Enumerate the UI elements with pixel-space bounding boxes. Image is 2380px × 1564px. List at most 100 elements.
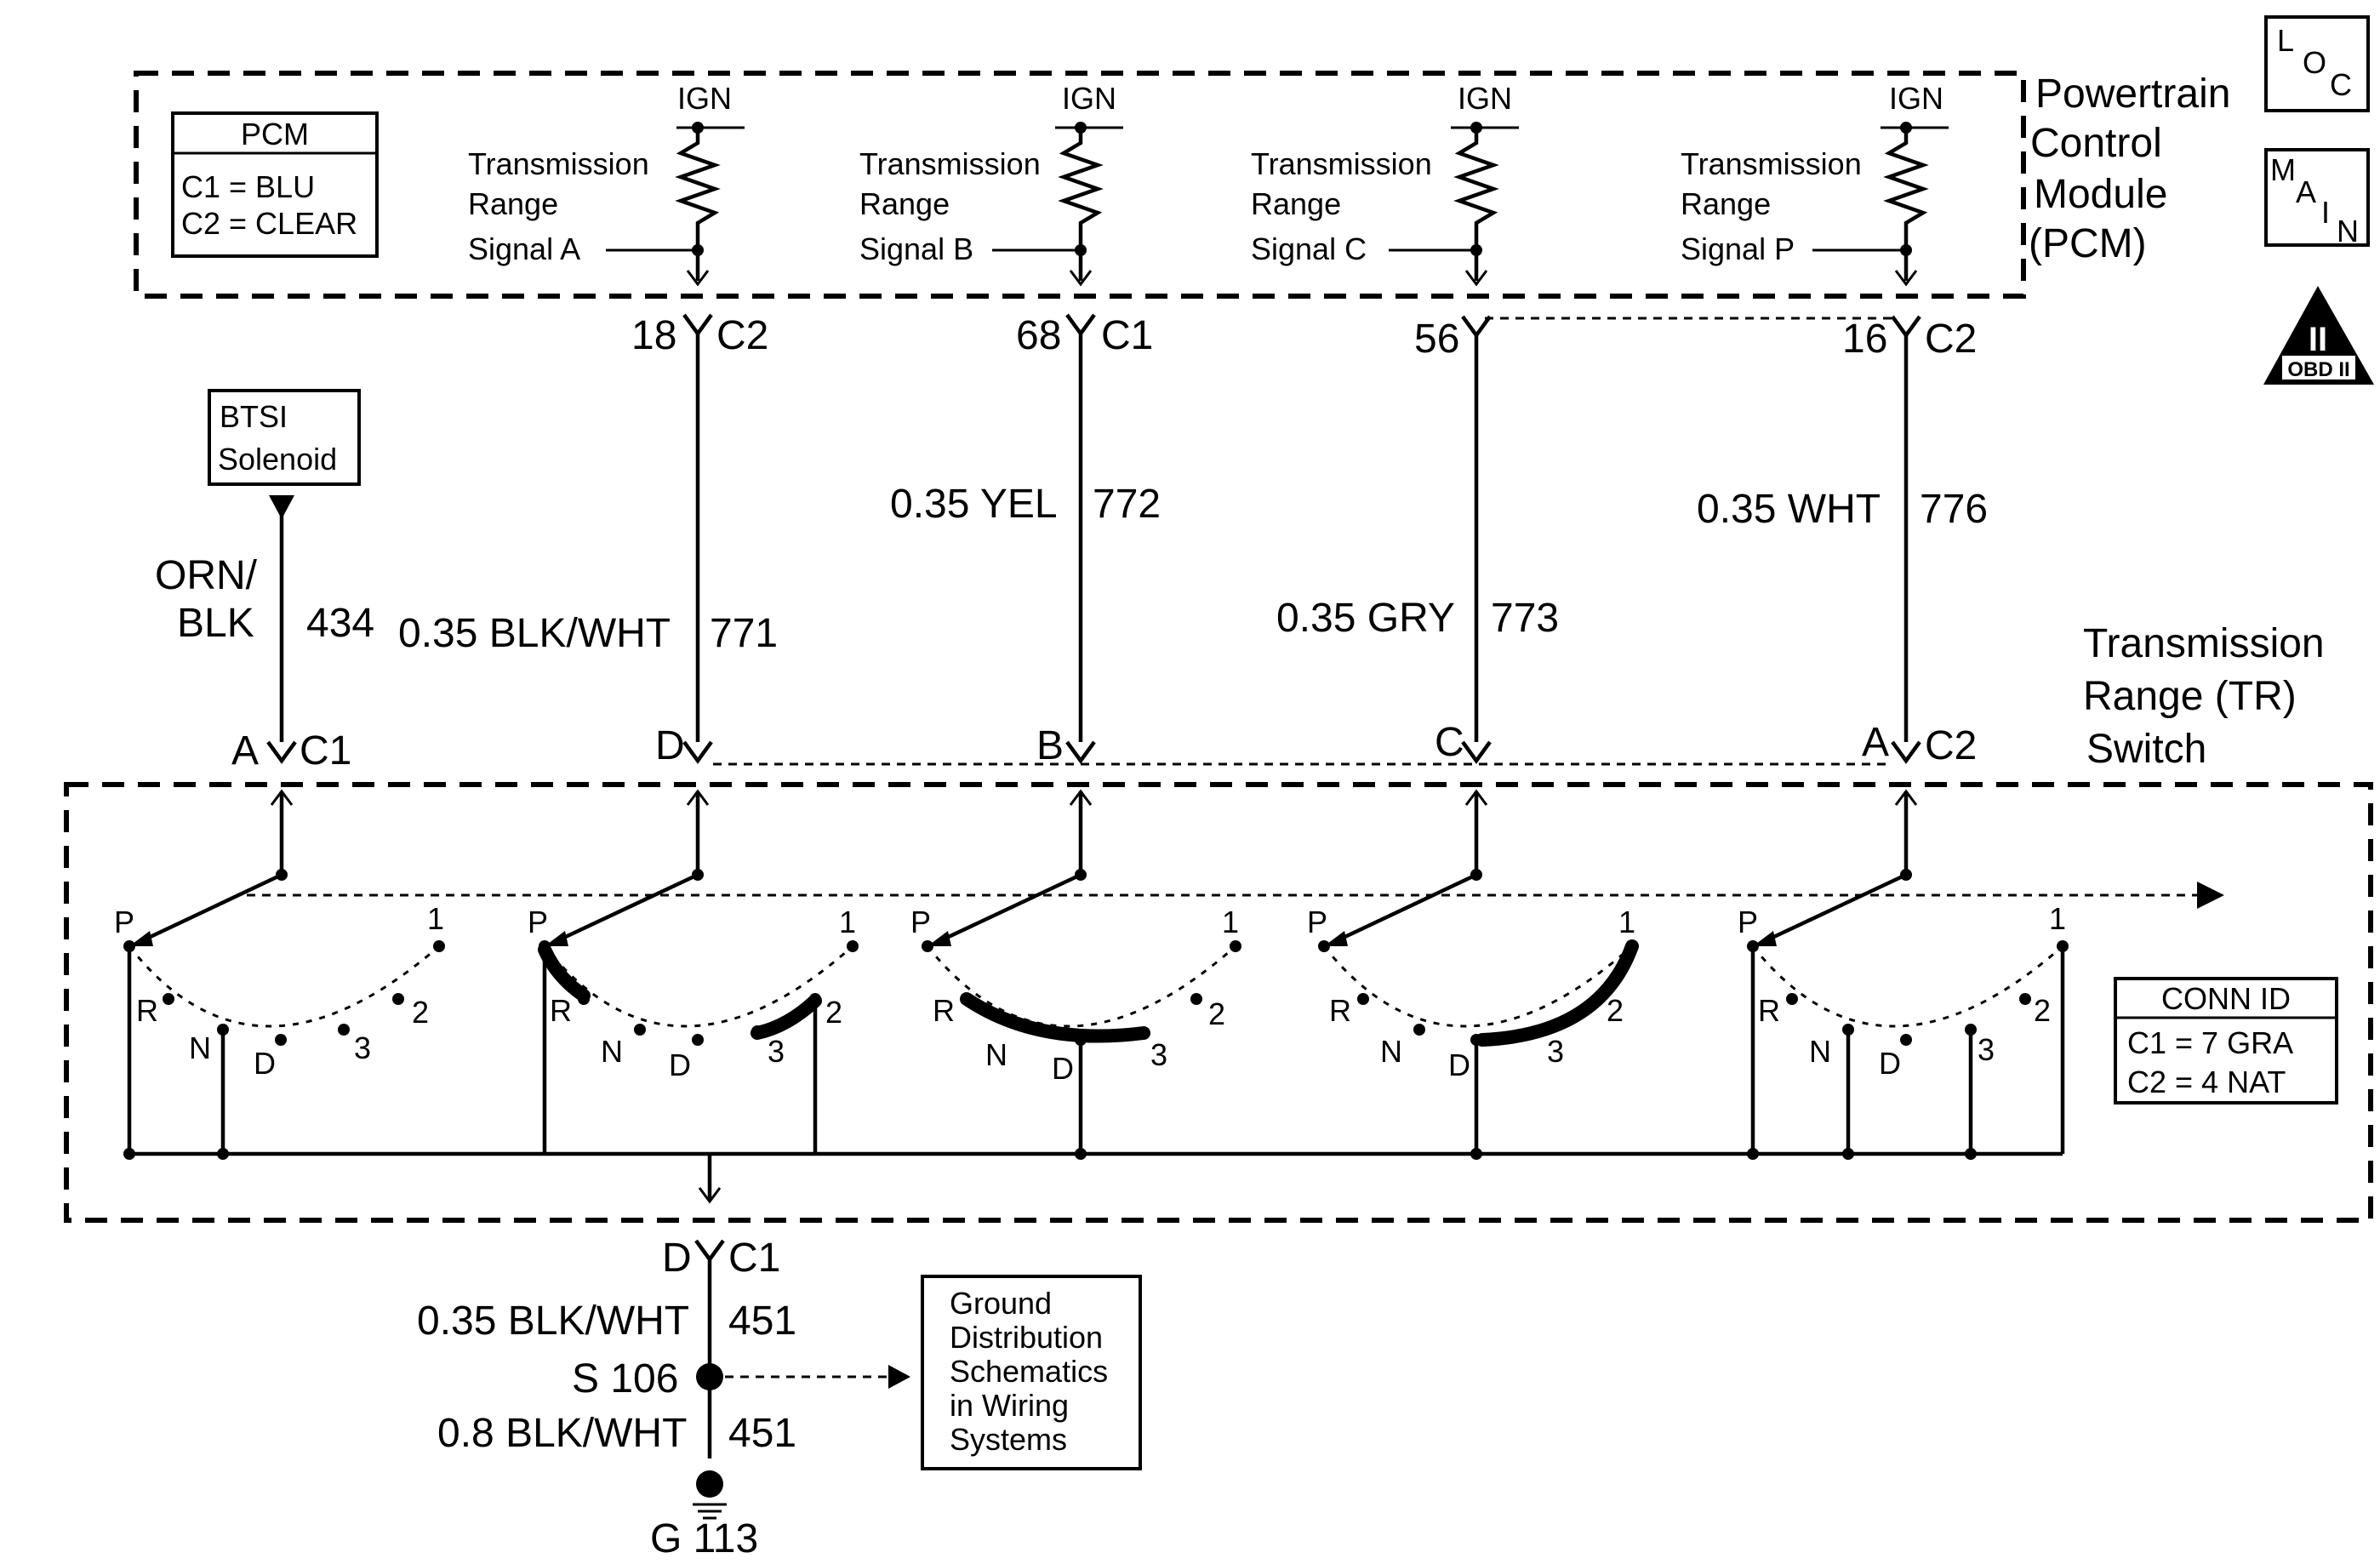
circuit-773: 773 xyxy=(1491,596,1559,641)
ground-pin-d: D xyxy=(662,1236,692,1281)
switch-5: P R N D 3 2 1 xyxy=(1738,789,2069,1160)
svg-text:P: P xyxy=(1738,905,1758,939)
svg-text:D: D xyxy=(1052,1051,1074,1086)
svg-text:M: M xyxy=(2270,152,2296,187)
ground-circuit: D C1 0.35 BLK/WHT 451 S 106 0.8 BLK/WHT … xyxy=(417,1154,910,1561)
svg-text:D: D xyxy=(254,1046,276,1081)
svg-text:1: 1 xyxy=(839,905,856,939)
tr-pin-a-c1: A xyxy=(231,728,259,773)
btsi-line1: BTSI xyxy=(220,399,288,434)
conn-id-c1: C1 = 7 GRA xyxy=(2127,1025,2293,1060)
signal-c-line1: Transmission xyxy=(1251,146,1432,181)
pin-16: 16 xyxy=(1842,317,1887,362)
signal-c-line2: Range xyxy=(1251,186,1341,221)
conn-id-legend: CONN ID C1 = 7 GRA C2 = 4 NAT xyxy=(2114,977,2338,1105)
svg-text:OBD II: OBD II xyxy=(2287,358,2349,381)
wire-spec-776: 0.35 WHT xyxy=(1697,487,1881,532)
svg-text:N: N xyxy=(1380,1034,1402,1069)
switch-2: P R N D 3 2 1 xyxy=(528,789,859,1154)
conn-c1-b: C1 xyxy=(1101,313,1153,358)
svg-text:1: 1 xyxy=(2049,901,2066,936)
ground-conn-c1: C1 xyxy=(728,1236,780,1281)
tr-pin-d: D xyxy=(655,723,685,768)
pcm-title-line2: Control xyxy=(2030,121,2162,166)
ground-wire2-circuit: 451 xyxy=(728,1411,796,1456)
tr-pin-a-c2: A xyxy=(1862,720,1889,765)
svg-text:D: D xyxy=(669,1047,691,1082)
channel-signal-a: IGN Transmission Range Signal A 18 C2 0.… xyxy=(398,81,778,742)
svg-text:R: R xyxy=(550,993,572,1028)
tr-conn-c1-left: C1 xyxy=(300,728,351,773)
pcm-title-line4: (PCM) xyxy=(2029,221,2147,266)
svg-text:P: P xyxy=(528,905,548,939)
svg-text:N: N xyxy=(985,1037,1007,1072)
circuit-776: 776 xyxy=(1920,487,1988,532)
tr-pin-c: C xyxy=(1435,720,1464,765)
tr-connector-row: A C1 D B C A C2 xyxy=(231,720,1977,773)
svg-text:P: P xyxy=(114,905,134,939)
ground-wire2-spec: 0.8 BLK/WHT xyxy=(437,1411,687,1456)
svg-text:R: R xyxy=(1758,993,1780,1028)
svg-text:3: 3 xyxy=(1978,1032,1995,1067)
pcm-legend: PCM C1 = BLU C2 = CLEAR xyxy=(171,111,379,258)
svg-text:2: 2 xyxy=(1208,996,1225,1031)
svg-text:D: D xyxy=(1448,1047,1470,1082)
svg-text:3: 3 xyxy=(1547,1034,1564,1069)
svg-text:R: R xyxy=(136,993,158,1028)
svg-text:N: N xyxy=(601,1034,623,1069)
ground-reference-box: Ground Distribution Schematics in Wiring… xyxy=(921,1275,1142,1470)
ground-wire1-spec: 0.35 BLK/WHT xyxy=(417,1299,689,1344)
ign-label-a: IGN xyxy=(677,81,732,116)
splice-s106 xyxy=(696,1363,723,1390)
loc-icon: L O C xyxy=(2264,15,2370,112)
switch-4: P R N D 3 2 1 xyxy=(1307,789,1639,1160)
pcm-title: Powertrain Control Module (PCM) xyxy=(2029,71,2230,266)
pcm-title-line1: Powertrain xyxy=(2035,71,2230,117)
channel-signal-c: IGN Transmission Range Signal C 56 0.35 … xyxy=(1251,81,1559,742)
svg-text:R: R xyxy=(933,993,955,1028)
ground-ref-line1: Ground xyxy=(950,1286,1052,1321)
signal-b-line2: Range xyxy=(859,186,950,221)
pcm-enclosure xyxy=(134,71,2026,299)
svg-text:P: P xyxy=(910,905,931,939)
svg-text:O: O xyxy=(2303,45,2326,80)
svg-text:II: II xyxy=(2309,321,2327,358)
signal-c-line3: Signal C xyxy=(1251,231,1367,266)
svg-text:2: 2 xyxy=(2034,993,2051,1028)
obd-ii-icon: II OBD II xyxy=(2263,286,2374,385)
svg-text:1: 1 xyxy=(427,901,444,936)
wire-spec-771: 0.35 BLK/WHT xyxy=(398,611,671,656)
svg-text:2: 2 xyxy=(1607,993,1624,1028)
conn-id-c2: C2 = 4 NAT xyxy=(2127,1065,2286,1099)
conn-c2-a: C2 xyxy=(716,313,768,358)
svg-text:2: 2 xyxy=(412,995,429,1030)
pin-68: 68 xyxy=(1016,313,1061,358)
btsi-color-1: ORN/ xyxy=(155,553,258,598)
wire-spec-773: 0.35 GRY xyxy=(1276,596,1455,641)
tr-title-line3: Switch xyxy=(2086,727,2206,772)
conn-c2-p: C2 xyxy=(1925,317,1977,362)
tr-title-line1: Transmission xyxy=(2083,621,2325,666)
channel-signal-b: IGN Transmission Range Signal B 68 C1 0.… xyxy=(859,81,1161,742)
pin-56: 56 xyxy=(1414,317,1459,362)
tr-pin-b: B xyxy=(1036,723,1064,768)
signal-a-line1: Transmission xyxy=(468,146,649,181)
ground-ref-line5: Systems xyxy=(950,1422,1067,1457)
tr-switch-title: Transmission Range (TR) Switch xyxy=(2083,621,2325,772)
signal-b-line3: Signal B xyxy=(859,231,973,266)
svg-text:L: L xyxy=(2277,23,2294,58)
svg-text:N: N xyxy=(2337,214,2359,248)
conn-id-title: CONN ID xyxy=(2161,981,2291,1016)
svg-text:3: 3 xyxy=(1150,1037,1167,1072)
signal-a-line3: Signal A xyxy=(468,231,580,266)
ground-ref-line4: in Wiring xyxy=(950,1388,1069,1423)
svg-text:I: I xyxy=(2321,195,2330,230)
svg-text:2: 2 xyxy=(825,995,842,1030)
circuit-771: 771 xyxy=(710,611,778,656)
svg-text:1: 1 xyxy=(1618,905,1635,939)
pcm-legend-c2: C2 = CLEAR xyxy=(181,206,357,241)
svg-text:C: C xyxy=(2330,67,2352,102)
btsi-circuit-434: 434 xyxy=(306,601,374,646)
svg-text:N: N xyxy=(189,1030,211,1065)
